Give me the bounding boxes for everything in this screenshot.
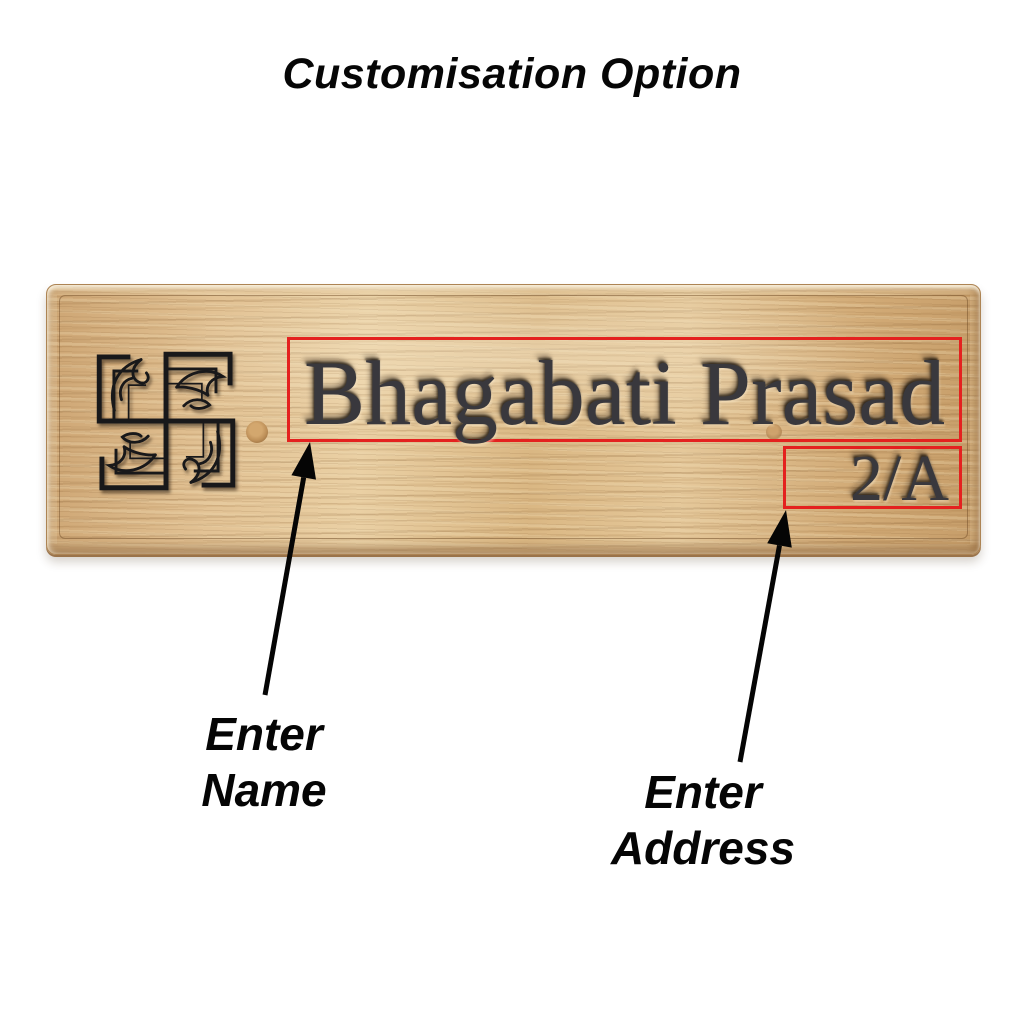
name-field-highlight[interactable]: Bhagabati Prasad [287,337,962,442]
enter-name-label-line2: Name [201,764,327,817]
enter-address-label: Enter Address [611,764,795,876]
enter-name-label: Enter Name [201,706,326,818]
enter-address-label-line1: Enter [644,766,762,818]
enter-address-label-line2: Address [610,822,796,875]
engraved-name-text: Bhagabati Prasad [303,341,946,444]
wooden-nameplate: Bhagabati Prasad 2/A [46,284,981,555]
swastika-icon [77,332,255,510]
engraved-address-text: 2/A [850,441,949,515]
address-field-highlight[interactable]: 2/A [783,441,962,515]
enter-name-label-line1: Enter [205,708,323,760]
page-title: Customisation Option [282,50,742,98]
